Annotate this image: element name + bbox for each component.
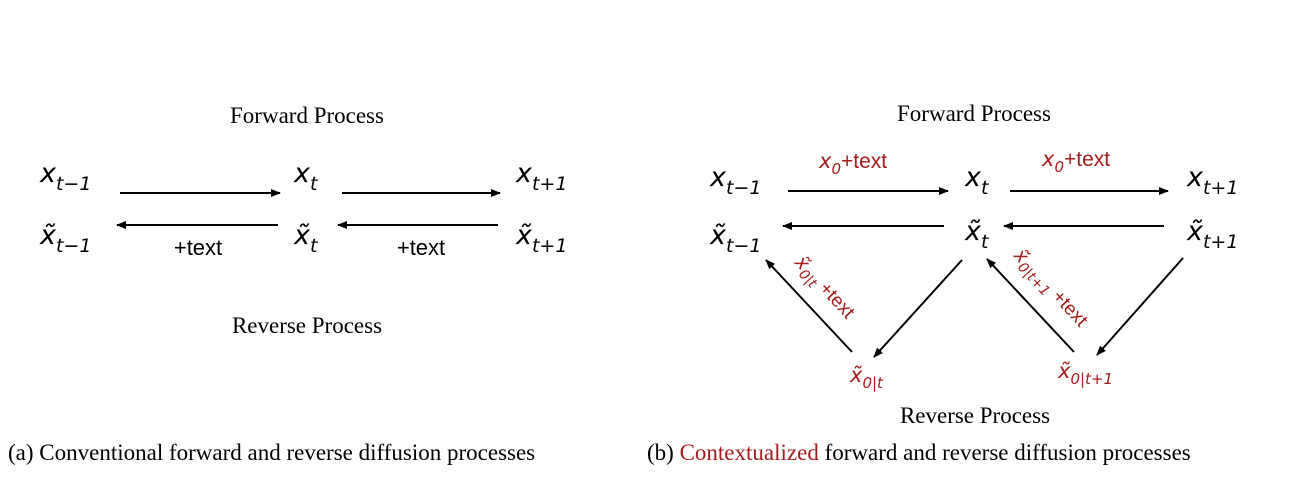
panel-b-node-x-tminus1: xt−1 [709,162,761,199]
panel-b-node-xtilde-tminus1: x̃t−1 [709,220,761,257]
panel-a-caption: (a) Conventional forward and reverse dif… [8,440,535,465]
panel-b-diag-arrow-xt-to-x0t [873,259,963,358]
panel-a-reverse-title: Reverse Process [232,313,382,338]
panel-a: Forward Process xt−1 xt xt+1 x̃t−1 x̃t x… [8,103,567,465]
panel-b-diag-arrow-x0t-to-xtminus1 [765,259,853,353]
panel-a-edge-label-right: +text [397,235,445,260]
panel-a-forward-title: Forward Process [230,103,384,128]
panel-b-diag-arrow-x0tplus1-to-xt [986,258,1075,353]
panel-a-node-x-t: xt [293,158,319,195]
panel-b-forward-label-right: x0+text [1041,147,1110,176]
panel-a-node-xtilde-tminus1: x̃t−1 [39,220,91,257]
panel-b-node-x0-t: x̃0|t [849,363,884,392]
panel-b-reverse-title: Reverse Process [900,403,1050,428]
panel-a-node-xtilde-t: x̃t [293,220,319,257]
panel-a-node-x-tminus1: xt−1 [39,158,91,195]
panel-b-caption-highlight: Contextualized [680,440,820,465]
panel-b-forward-title: Forward Process [897,101,1051,126]
panel-b-node-xtilde-t: x̃t [964,216,990,253]
panel-b-diag-label-right: x̃0|t+1 +text [1006,244,1093,335]
panel-b-node-xtilde-tplus1: x̃t+1 [1186,216,1238,253]
panel-b-node-x0-tplus1: x̃0|t+1 [1057,359,1113,388]
panel-b-forward-label-left: x0+text [818,149,887,178]
panel-b-node-x-tplus1: xt+1 [1186,162,1238,199]
panel-b-node-x-t: xt [964,162,990,199]
panel-a-node-xtilde-tplus1: x̃t+1 [515,220,567,257]
panel-b-caption: (b) Contextualized forward and reverse d… [647,440,1191,465]
panel-b: Forward Process xt−1 xt xt+1 x0+text x0+… [647,101,1238,465]
panel-b-diag-arrow-xtplus1-to-x0tplus1 [1096,257,1184,356]
panel-b-diag-label-left: x̃0|t +text [787,251,860,327]
panel-a-node-x-tplus1: xt+1 [515,158,567,195]
panel-a-edge-label-left: +text [174,235,222,260]
